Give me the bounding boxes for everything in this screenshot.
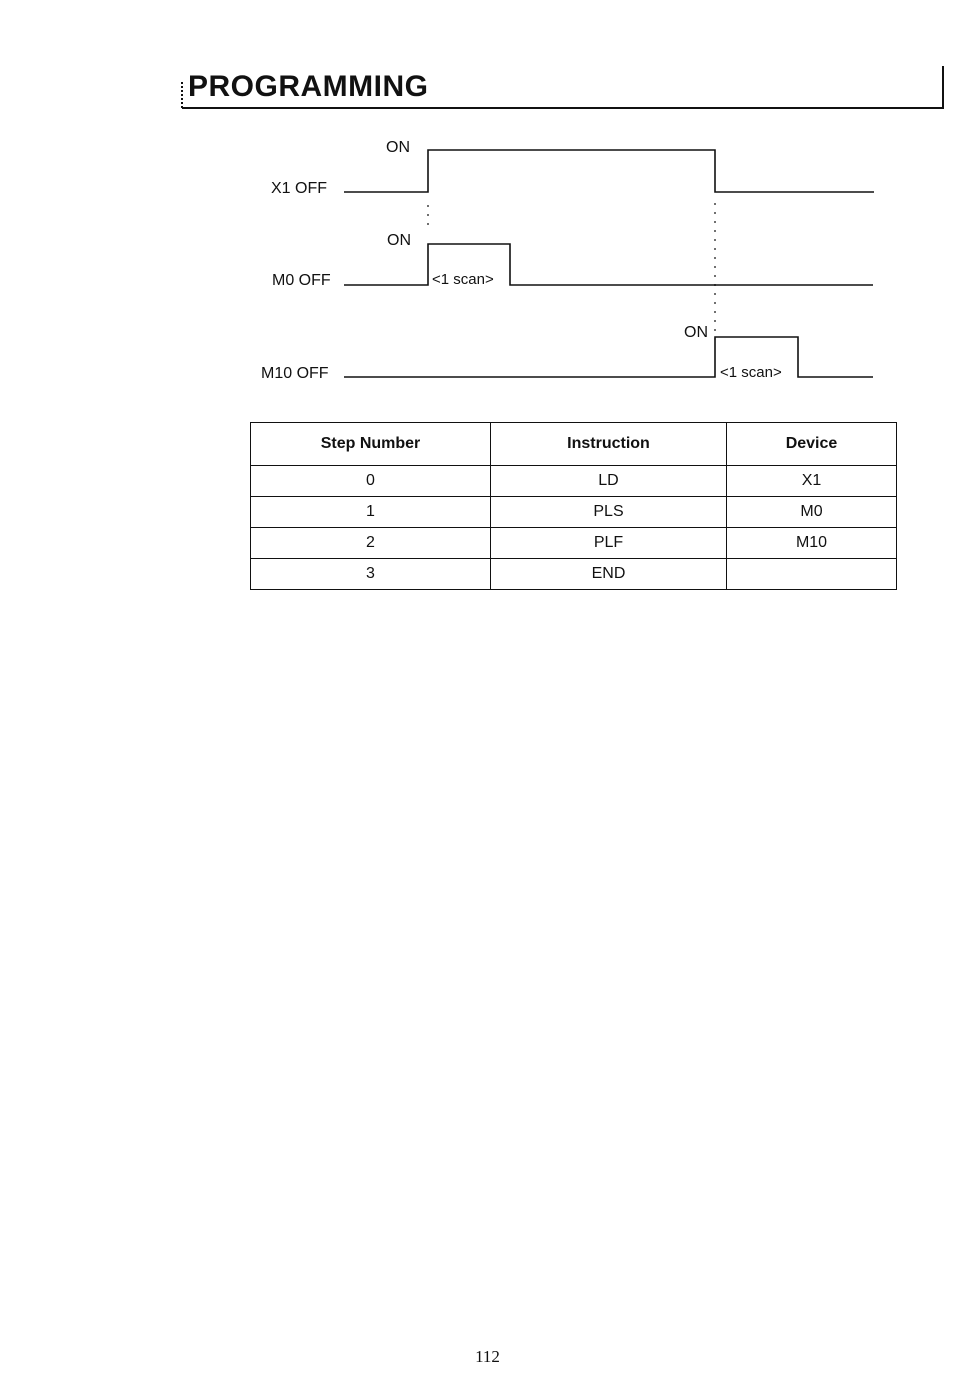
table-row: 1 PLS M0 [251,497,897,528]
device-cell: M0 [727,497,897,528]
timing-diagram: ON X1 OFF ON M0 OFF <1 scan> ON M10 OFF … [0,0,975,400]
m10-pulse-label: <1 scan> [720,364,782,381]
x1-waveform [344,150,874,192]
column-header-device: Device [727,423,897,466]
x1-off-label: X1 OFF [271,180,327,197]
step-number-cell: 1 [251,497,491,528]
table-header-row: Step Number Instruction Device [251,423,897,466]
device-cell [727,559,897,590]
m10-waveform [344,337,873,377]
m0-waveform [344,244,873,285]
step-number-cell: 3 [251,559,491,590]
column-header-instruction: Instruction [491,423,727,466]
table-row: 2 PLF M10 [251,528,897,559]
table-row: 3 END [251,559,897,590]
page-number: 112 [0,1347,975,1367]
instruction-cell: LD [491,466,727,497]
m0-on-label: ON [387,232,411,249]
m0-pulse-label: <1 scan> [432,271,494,288]
m0-off-label: M0 OFF [272,272,331,289]
x1-on-label: ON [386,139,410,156]
table-row: 0 LD X1 [251,466,897,497]
instruction-cell: PLS [491,497,727,528]
program-table: Step Number Instruction Device 0 LD X1 1… [250,422,897,590]
step-number-cell: 2 [251,528,491,559]
step-number-cell: 0 [251,466,491,497]
m10-on-label: ON [684,324,708,341]
device-cell: M10 [727,528,897,559]
column-header-step-number: Step Number [251,423,491,466]
instruction-cell: PLF [491,528,727,559]
m10-off-label: M10 OFF [261,365,329,382]
instruction-cell: END [491,559,727,590]
device-cell: X1 [727,466,897,497]
